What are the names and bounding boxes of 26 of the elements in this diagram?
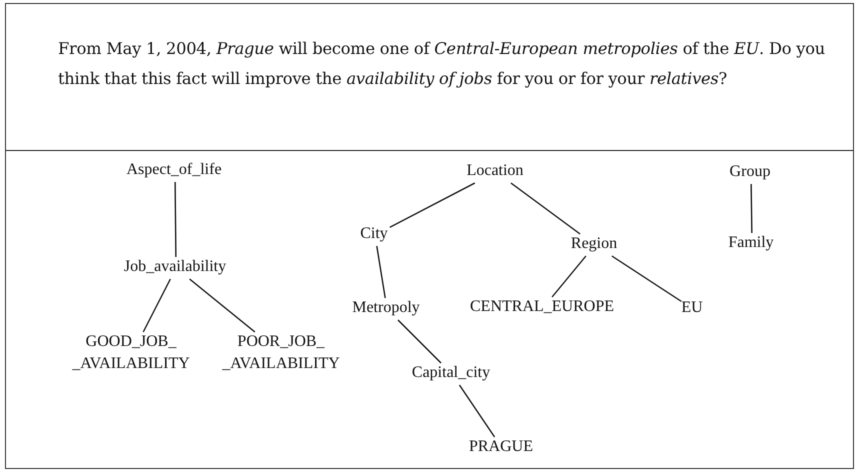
tree-node-label: Family [727, 232, 775, 254]
tree-node-label: POOR_JOB_ _AVAILABILITY [221, 331, 341, 375]
tree-branch-line [750, 184, 752, 233]
tree-branch-line [510, 182, 580, 235]
tree-node-label: City [359, 223, 389, 245]
question-text: From May 1, 2004, Prague will become one of Central-European metropolies of the EU. Do you think that this fact will improve the availability of jobs for you or for your relatives? [58, 38, 825, 90]
tree-branch-line [389, 182, 476, 228]
tree-branch-line [552, 256, 586, 298]
tree-node-label: Location [466, 160, 524, 182]
tree-node-label: Metropoly [351, 297, 421, 319]
tree-node-label: Region [570, 233, 618, 255]
tree-node-label: EU [680, 297, 704, 319]
tree-branch-line [189, 278, 256, 332]
tree-branch-line [398, 320, 442, 364]
tree-branch-line [174, 182, 177, 257]
tree-node-label: Aspect_of_life [125, 159, 223, 181]
tree-branch-line [458, 384, 496, 438]
tree-branch-line [611, 255, 682, 302]
tree-node-label: Capital_city [410, 362, 492, 384]
tree-branch-line [142, 278, 171, 332]
tree-node-label: PRAGUE [468, 436, 534, 458]
tree-branch-line [376, 246, 386, 298]
tree-node-label: Job_availability [122, 256, 228, 278]
tree-node-label: CENTRAL_EUROPE [469, 296, 615, 318]
tree-node-label: GOOD_JOB_ _AVAILABILITY [71, 331, 191, 375]
tree-node-label: Group [728, 161, 772, 183]
